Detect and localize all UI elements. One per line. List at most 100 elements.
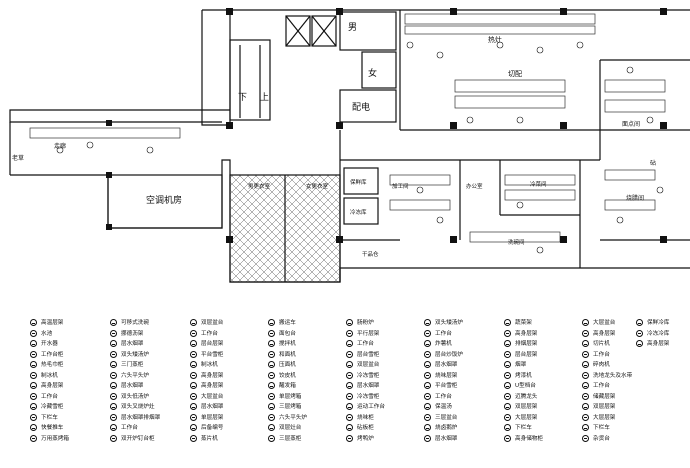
legend-item: 双头矮汤炉	[424, 318, 504, 329]
legend-item: 万用蒸烤箱	[30, 434, 110, 445]
equipment-symbol-icon	[190, 340, 197, 347]
equipment-symbol-icon	[424, 350, 431, 358]
elevator-2	[311, 15, 337, 47]
legend-item: 制冰机	[190, 360, 270, 371]
label-down: 下	[238, 93, 247, 103]
legend-column-9: 保鲜冷库冷冻冷库高身层架	[636, 318, 690, 350]
legend-item: 高身层架	[190, 371, 270, 382]
legend-column-6: 双头矮汤炉工作台炸薯机层台炒饭炉层水烟罩烧味层架平台雪柜工作台保温汤三层盆台烧卤…	[424, 318, 504, 444]
legend-label: 杂货台	[593, 435, 610, 442]
label-power: 配电	[352, 101, 370, 113]
legend-item: 制冰机	[30, 371, 110, 382]
legend-label: 高身层架	[647, 341, 670, 347]
label-pot-wash: 洗碗间	[508, 238, 525, 246]
legend-item: 冷冻雪柜	[346, 371, 426, 382]
legend-item: 烧味层架	[424, 371, 504, 382]
equipment-symbol-icon	[424, 382, 431, 389]
legend-label: 大层层架	[515, 414, 538, 421]
legend-label: 层水烟罩	[121, 383, 144, 389]
legend-item: 搬运车	[268, 318, 348, 329]
legend-item: 杂货台	[582, 434, 662, 445]
legend-item: 切片机	[582, 339, 662, 350]
equipment-symbol-icon	[424, 392, 431, 400]
legend-label: 层台层架	[515, 351, 538, 358]
legend-label: 下栏车	[515, 425, 532, 431]
legend-item: 保鲜冷库	[636, 318, 690, 329]
legend-item: 层水烟罩	[110, 339, 190, 350]
elevator-1	[285, 15, 311, 47]
legend-item: 工作台	[582, 350, 662, 361]
legend-item: 三门蒸柜	[110, 360, 190, 371]
equipment-symbol-icon	[268, 319, 275, 326]
legend-item: 三层蒸柜	[268, 434, 348, 445]
legend-label: 高温层架	[41, 320, 64, 326]
legend-label: 大层盆台	[201, 393, 224, 400]
legend-item: 水池	[30, 329, 110, 340]
equipment-symbol-icon	[582, 392, 589, 400]
legend-item: 下栏车	[504, 423, 584, 434]
legend-item: 双层层架	[504, 402, 584, 413]
label-corridor: 走廊	[54, 142, 66, 150]
legend-item: 挪德沥架	[110, 329, 190, 340]
legend-label: 六头平头炉	[121, 372, 149, 379]
legend-item: 单层层架	[190, 413, 270, 424]
label-process-room: 加工间	[392, 182, 409, 190]
legend-item: 双开炉钉台柜	[110, 434, 190, 445]
equipment-symbol-icon	[30, 424, 37, 431]
equipment-symbol-icon	[268, 424, 275, 431]
legend-label: 层台炒饭炉	[435, 351, 463, 358]
legend-label: 烧卤鹅炉	[435, 425, 458, 431]
legend-item: 六头平头炉	[110, 371, 190, 382]
equipment-symbol-icon	[346, 413, 353, 421]
equipment-symbol-icon	[424, 413, 431, 421]
equipment-symbol-icon	[424, 371, 431, 379]
legend-label: 高身层架	[593, 330, 616, 337]
legend-item: 层台层架	[504, 350, 584, 361]
legend-item: 砧板柜	[346, 423, 426, 434]
legend-label: 开水器	[41, 341, 58, 347]
legend-label: 排烟层架	[515, 341, 538, 347]
legend-label: 万用蒸烤箱	[41, 435, 69, 442]
equipment-symbol-icon	[346, 319, 353, 326]
label-female-locker: 女更衣室	[306, 182, 329, 190]
legend-label: 洗地龙头及水带	[593, 372, 633, 379]
legend-item: 双层盆台	[346, 360, 426, 371]
legend-label: 后备编号	[201, 425, 224, 431]
legend-label: 三门蒸柜	[121, 362, 144, 368]
equipment-symbol-icon	[504, 371, 511, 379]
legend-label: 保温汤	[435, 404, 452, 410]
equipment-symbol-icon	[268, 329, 275, 337]
legend-label: 运动工作台	[357, 404, 385, 410]
legend-item: 层水烟罩	[346, 381, 426, 392]
equipment-symbol-icon	[504, 403, 511, 410]
legend-item: 双头矮汤炉	[110, 350, 190, 361]
legend-label: 高身层架	[41, 383, 64, 389]
equipment-symbol-icon	[30, 319, 37, 326]
equipment-symbol-icon	[30, 371, 37, 379]
equipment-symbol-icon	[268, 403, 275, 410]
legend-item: 热毛巾柜	[30, 360, 110, 371]
legend-label: 双层层架	[515, 404, 538, 410]
label-old-grass: 老草	[12, 154, 24, 162]
equipment-symbol-icon	[582, 319, 589, 326]
equipment-symbol-icon	[504, 329, 511, 337]
equipment-symbol-icon	[110, 413, 117, 421]
equipment-symbol-icon	[110, 361, 117, 368]
equipment-symbol-icon	[110, 434, 117, 442]
equipment-symbol-icon	[268, 371, 275, 379]
legend-item: 平台雪柜	[190, 350, 270, 361]
equipment-symbol-icon	[30, 340, 37, 347]
legend-label: 工作台	[121, 425, 138, 431]
legend-item: 工作台	[424, 392, 504, 403]
legend-label: U型档台	[515, 383, 536, 389]
legend-label: 工作台柜	[41, 351, 64, 358]
legend-column-4: 搬运车面包台搅拌机和面机压面机饺皮机醒发箱单层烤箱三层烤箱六头平头炉双层灶台三层…	[268, 318, 348, 444]
legend-label: 双层灶台	[279, 425, 302, 431]
equipment-symbol-icon	[268, 350, 275, 358]
legend-column-1: 高温层架水池开水器工作台柜热毛巾柜制冰机高身层架工作台冷藏雪柜下栏车快餐推车万用…	[30, 318, 110, 444]
equipment-symbol-icon	[424, 319, 431, 326]
legend-label: 烧味柜	[357, 414, 374, 421]
equipment-symbol-icon	[346, 361, 353, 368]
legend-label: 单层烤箱	[279, 393, 302, 400]
legend-label: 饺皮机	[279, 372, 296, 379]
